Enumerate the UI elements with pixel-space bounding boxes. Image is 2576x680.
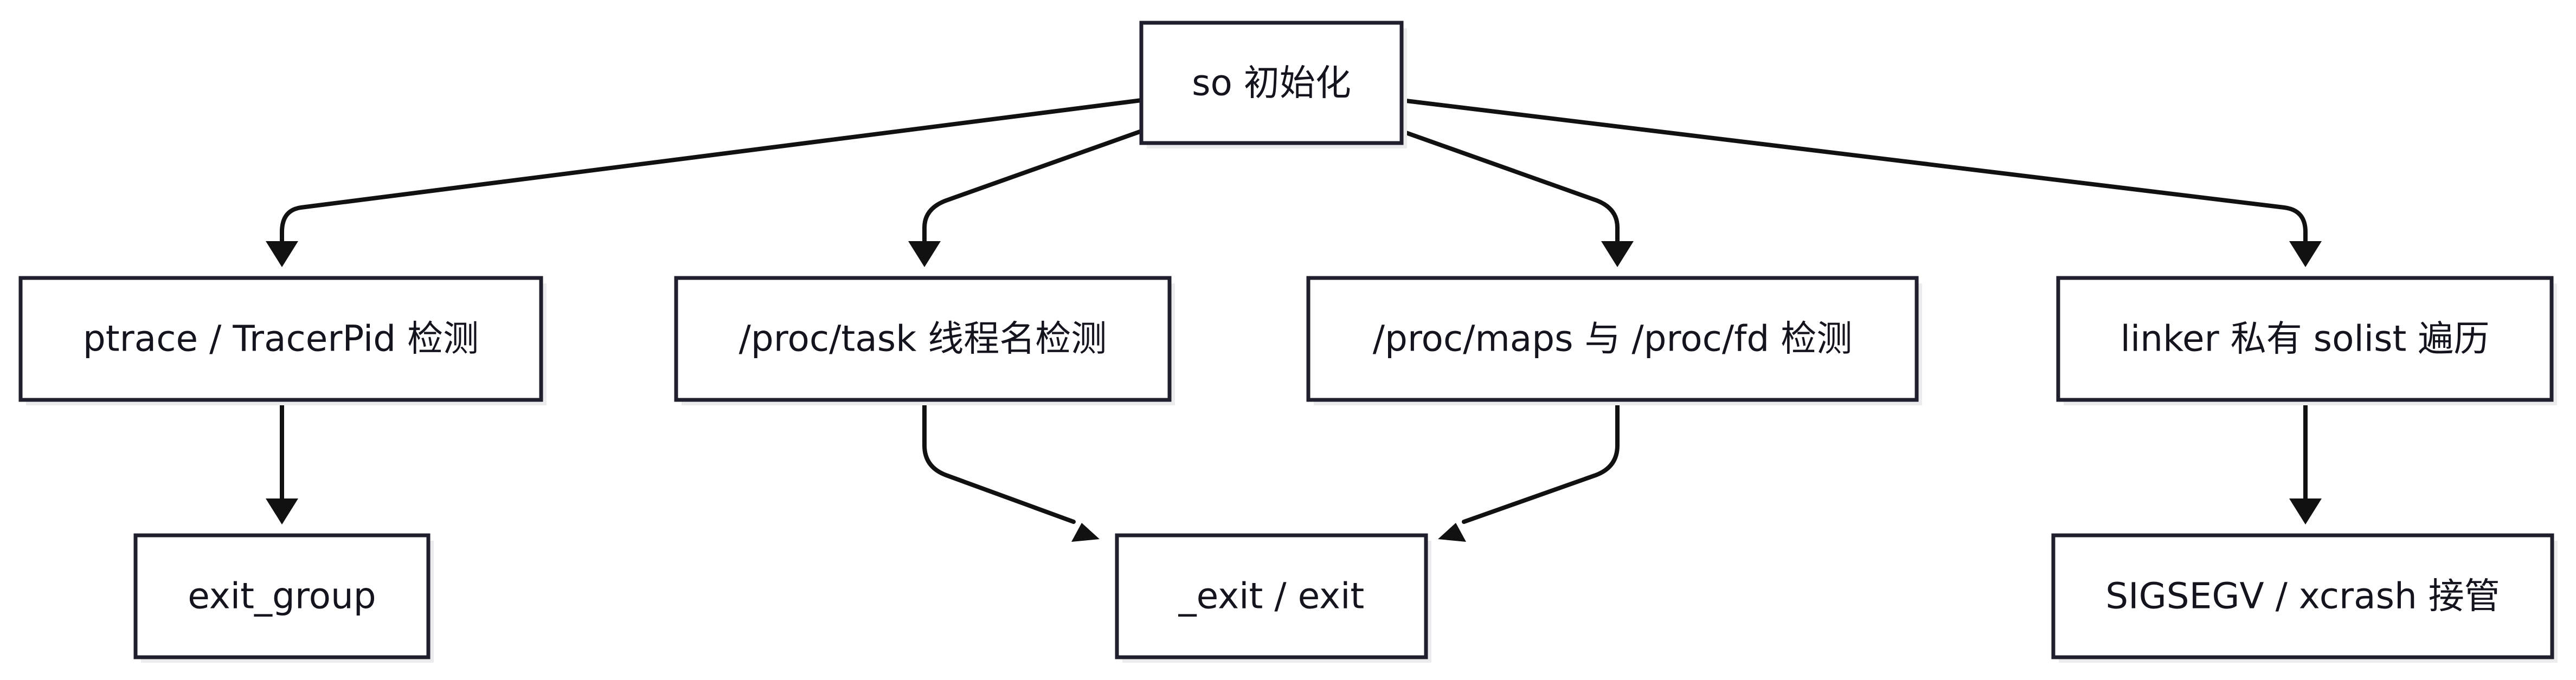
node-exit-label: _exit / exit	[1178, 575, 1365, 617]
node-ptrace-check-label: ptrace / TracerPid 检测	[83, 318, 479, 360]
node-exit-group: exit_group	[133, 533, 434, 663]
node-proc-task-check: /proc/task 线程名检测	[674, 276, 1175, 405]
node-proc-task-check-label: /proc/task 线程名检测	[739, 318, 1107, 360]
node-so-init: so 初始化	[1139, 21, 1407, 148]
node-so-init-label: so 初始化	[1192, 62, 1351, 104]
node-sigsegv-xcrash-label: SIGSEGV / xcrash 接管	[2105, 575, 2500, 617]
node-proc-maps-fd-check: /proc/maps 与 /proc/fd 检测	[1306, 276, 1922, 405]
node-linker-solist: linker 私有 solist 遍历	[2056, 276, 2557, 405]
node-exit-group-label: exit_group	[188, 575, 376, 617]
edge-ptrace-exit-group	[266, 399, 298, 524]
edge-linker-sigsegv	[2289, 399, 2322, 524]
node-linker-solist-label: linker 私有 solist 遍历	[2121, 318, 2490, 360]
edge-root-task	[908, 129, 1144, 267]
node-ptrace-check: ptrace / TracerPid 检测	[18, 276, 547, 405]
node-proc-maps-fd-check-label: /proc/maps 与 /proc/fd 检测	[1373, 318, 1853, 360]
edge-maps-exit	[1438, 399, 1620, 542]
edge-root-linker	[1399, 98, 2322, 267]
node-sigsegv-xcrash: SIGSEGV / xcrash 接管	[2051, 533, 2558, 663]
edge-task-exit	[922, 399, 1100, 542]
node-exit: _exit / exit	[1115, 533, 1431, 663]
edge-root-maps	[1399, 129, 1634, 267]
edge-root-ptrace	[266, 98, 1144, 267]
